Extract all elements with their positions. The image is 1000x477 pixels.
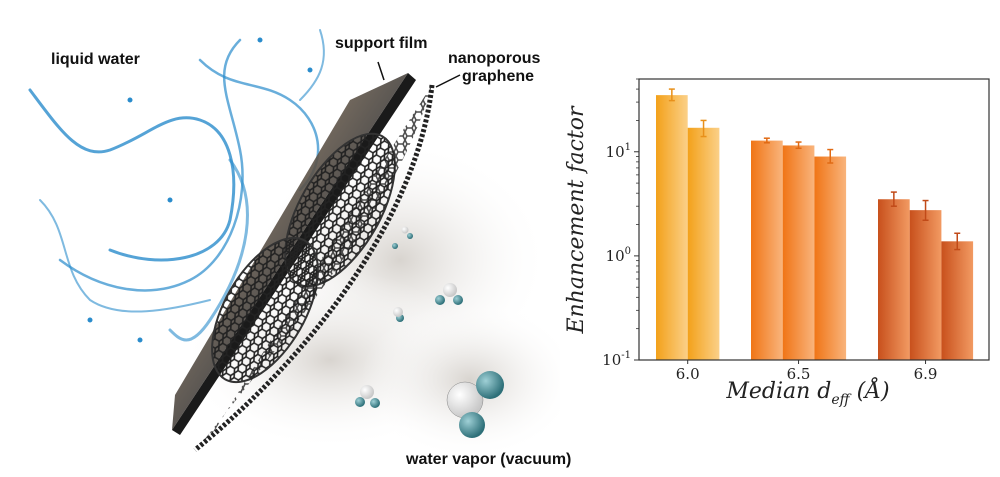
error-bar-6.5-2 [795, 141, 802, 150]
label-graphene-line2: graphene [462, 68, 535, 85]
y-tick-exponent: 0 [625, 246, 631, 257]
y-tick-label: 101 [606, 142, 631, 161]
x-axis-label: Median deff (Å) [725, 376, 889, 408]
y-tick-base: 10 [602, 351, 621, 369]
error-bar-6.5-3 [827, 148, 834, 164]
error-bar-6.5-1 [763, 137, 770, 144]
x-axis-label-sub: eff [831, 392, 851, 408]
y-tick-exponent: 1 [625, 142, 631, 153]
label-graphene-line1: nanoporous [448, 50, 541, 67]
bar-6.5-3 [814, 156, 847, 360]
y-tick-exponent: -1 [621, 350, 631, 361]
error-bar-6.0-2 [700, 119, 707, 138]
plot-frame [638, 78, 990, 361]
bar-6.0-1 [656, 95, 688, 360]
x-axis-label-unit: (Å) [850, 376, 890, 404]
error-bar-6.9-2 [922, 199, 929, 221]
label-support-film: support film [335, 35, 428, 52]
x-tick-label: 6.9 [914, 365, 938, 383]
bar-6.5-1 [751, 140, 783, 360]
bar-6.9-2 [909, 210, 942, 360]
bar-6.9-3 [941, 241, 974, 360]
label-water-vapor: water vapor (vacuum) [406, 451, 572, 468]
bar-6.0-2 [687, 127, 720, 360]
graphene-pointer [435, 74, 461, 88]
label-liquid-water: liquid water [51, 51, 140, 68]
y-tick-label: 10-1 [602, 350, 631, 369]
liquid-water-splash [28, 29, 325, 343]
x-tick-label: 6.5 [787, 365, 811, 383]
y-tick-base: 10 [606, 143, 625, 161]
error-bar-6.9-3 [954, 232, 961, 251]
y-axis-label: Enhancement factor [564, 105, 589, 335]
x-tick-label: 6.0 [676, 365, 700, 383]
water-molecules [355, 226, 504, 438]
support-film [172, 73, 416, 435]
x-axis-label-main: Median d [725, 379, 831, 404]
error-bar-6.0-1 [668, 88, 675, 102]
bar-6.5-2 [782, 145, 815, 360]
y-tick-base: 10 [606, 247, 625, 265]
bar-6.9-1 [878, 199, 910, 360]
y-tick-label: 100 [606, 246, 631, 265]
error-bar-6.9-1 [890, 191, 897, 207]
support-film-pointer [377, 61, 385, 81]
membrane-illustration [28, 29, 560, 460]
